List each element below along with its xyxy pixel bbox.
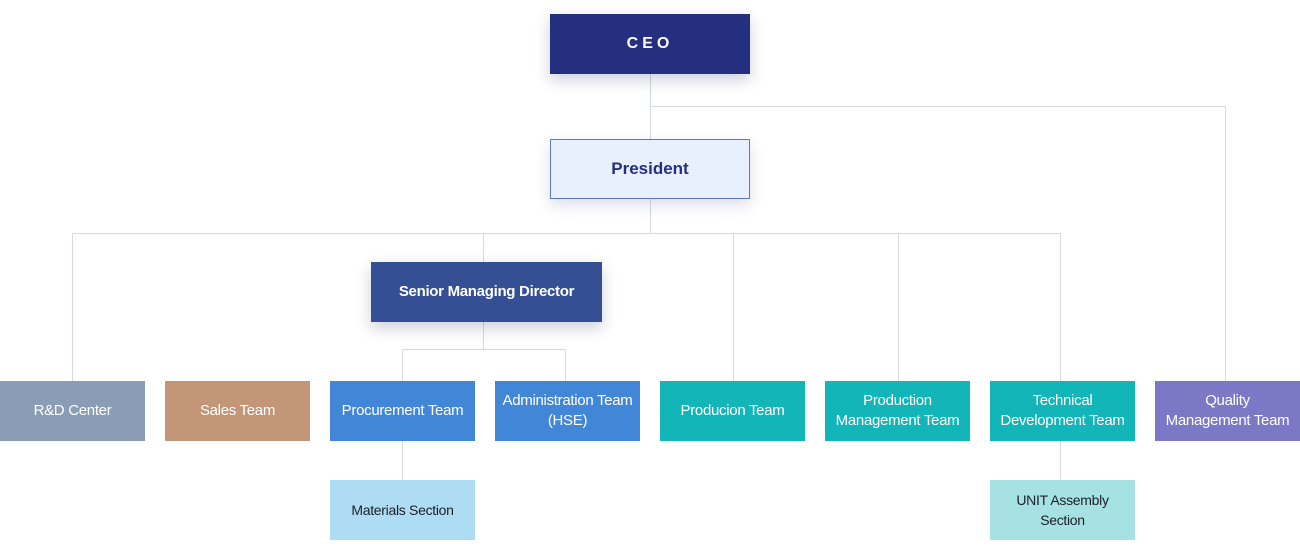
senior-managing-director-label: Senior Managing Director [398,283,575,300]
team-rd-center: R&D Center [0,381,145,441]
sub-unit-label: Section [1040,512,1085,528]
team-administration-team: Administration Team (HSE) [495,381,640,441]
sub-unit-unit-assembly-section: UNIT Assembly Section [990,480,1135,540]
ceo-label: CEO [626,35,674,52]
team-label: Procurement Team [341,402,464,419]
team-sales-team: Sales Team [165,381,310,441]
team-label: R&D Center [33,402,112,419]
team-label: Producion Team [680,402,785,419]
sub-unit-label: Materials Section [351,502,454,518]
team-label: (HSE) [547,412,588,429]
team-label: Administration Team [502,392,633,409]
president-label: President [611,159,689,178]
team-technical-development-team: Technical Development Team [990,381,1135,441]
team-label: Quality [1205,392,1250,409]
sub-unit-label: UNIT Assembly [1016,492,1109,508]
connector-ceo-quality [650,106,1226,381]
team-label: Production [863,392,932,409]
team-label: Technical [1032,392,1093,409]
team-production-management-team: Production Management Team [825,381,970,441]
team-label: Development Team [1000,412,1125,429]
team-label: Management Team [835,412,960,429]
team-procurement-team: Procurement Team [330,381,475,441]
team-label: Sales Team [199,402,276,419]
president-box: President [550,139,750,199]
team-producion-team: Producion Team [660,381,805,441]
sub-unit-materials-section: Materials Section [330,480,475,540]
team-label: Management Team [1165,412,1290,429]
team-quality-management-team: Quality Management Team [1155,381,1300,441]
senior-managing-director-box: Senior Managing Director [371,262,602,322]
ceo-box: CEO [550,14,750,74]
